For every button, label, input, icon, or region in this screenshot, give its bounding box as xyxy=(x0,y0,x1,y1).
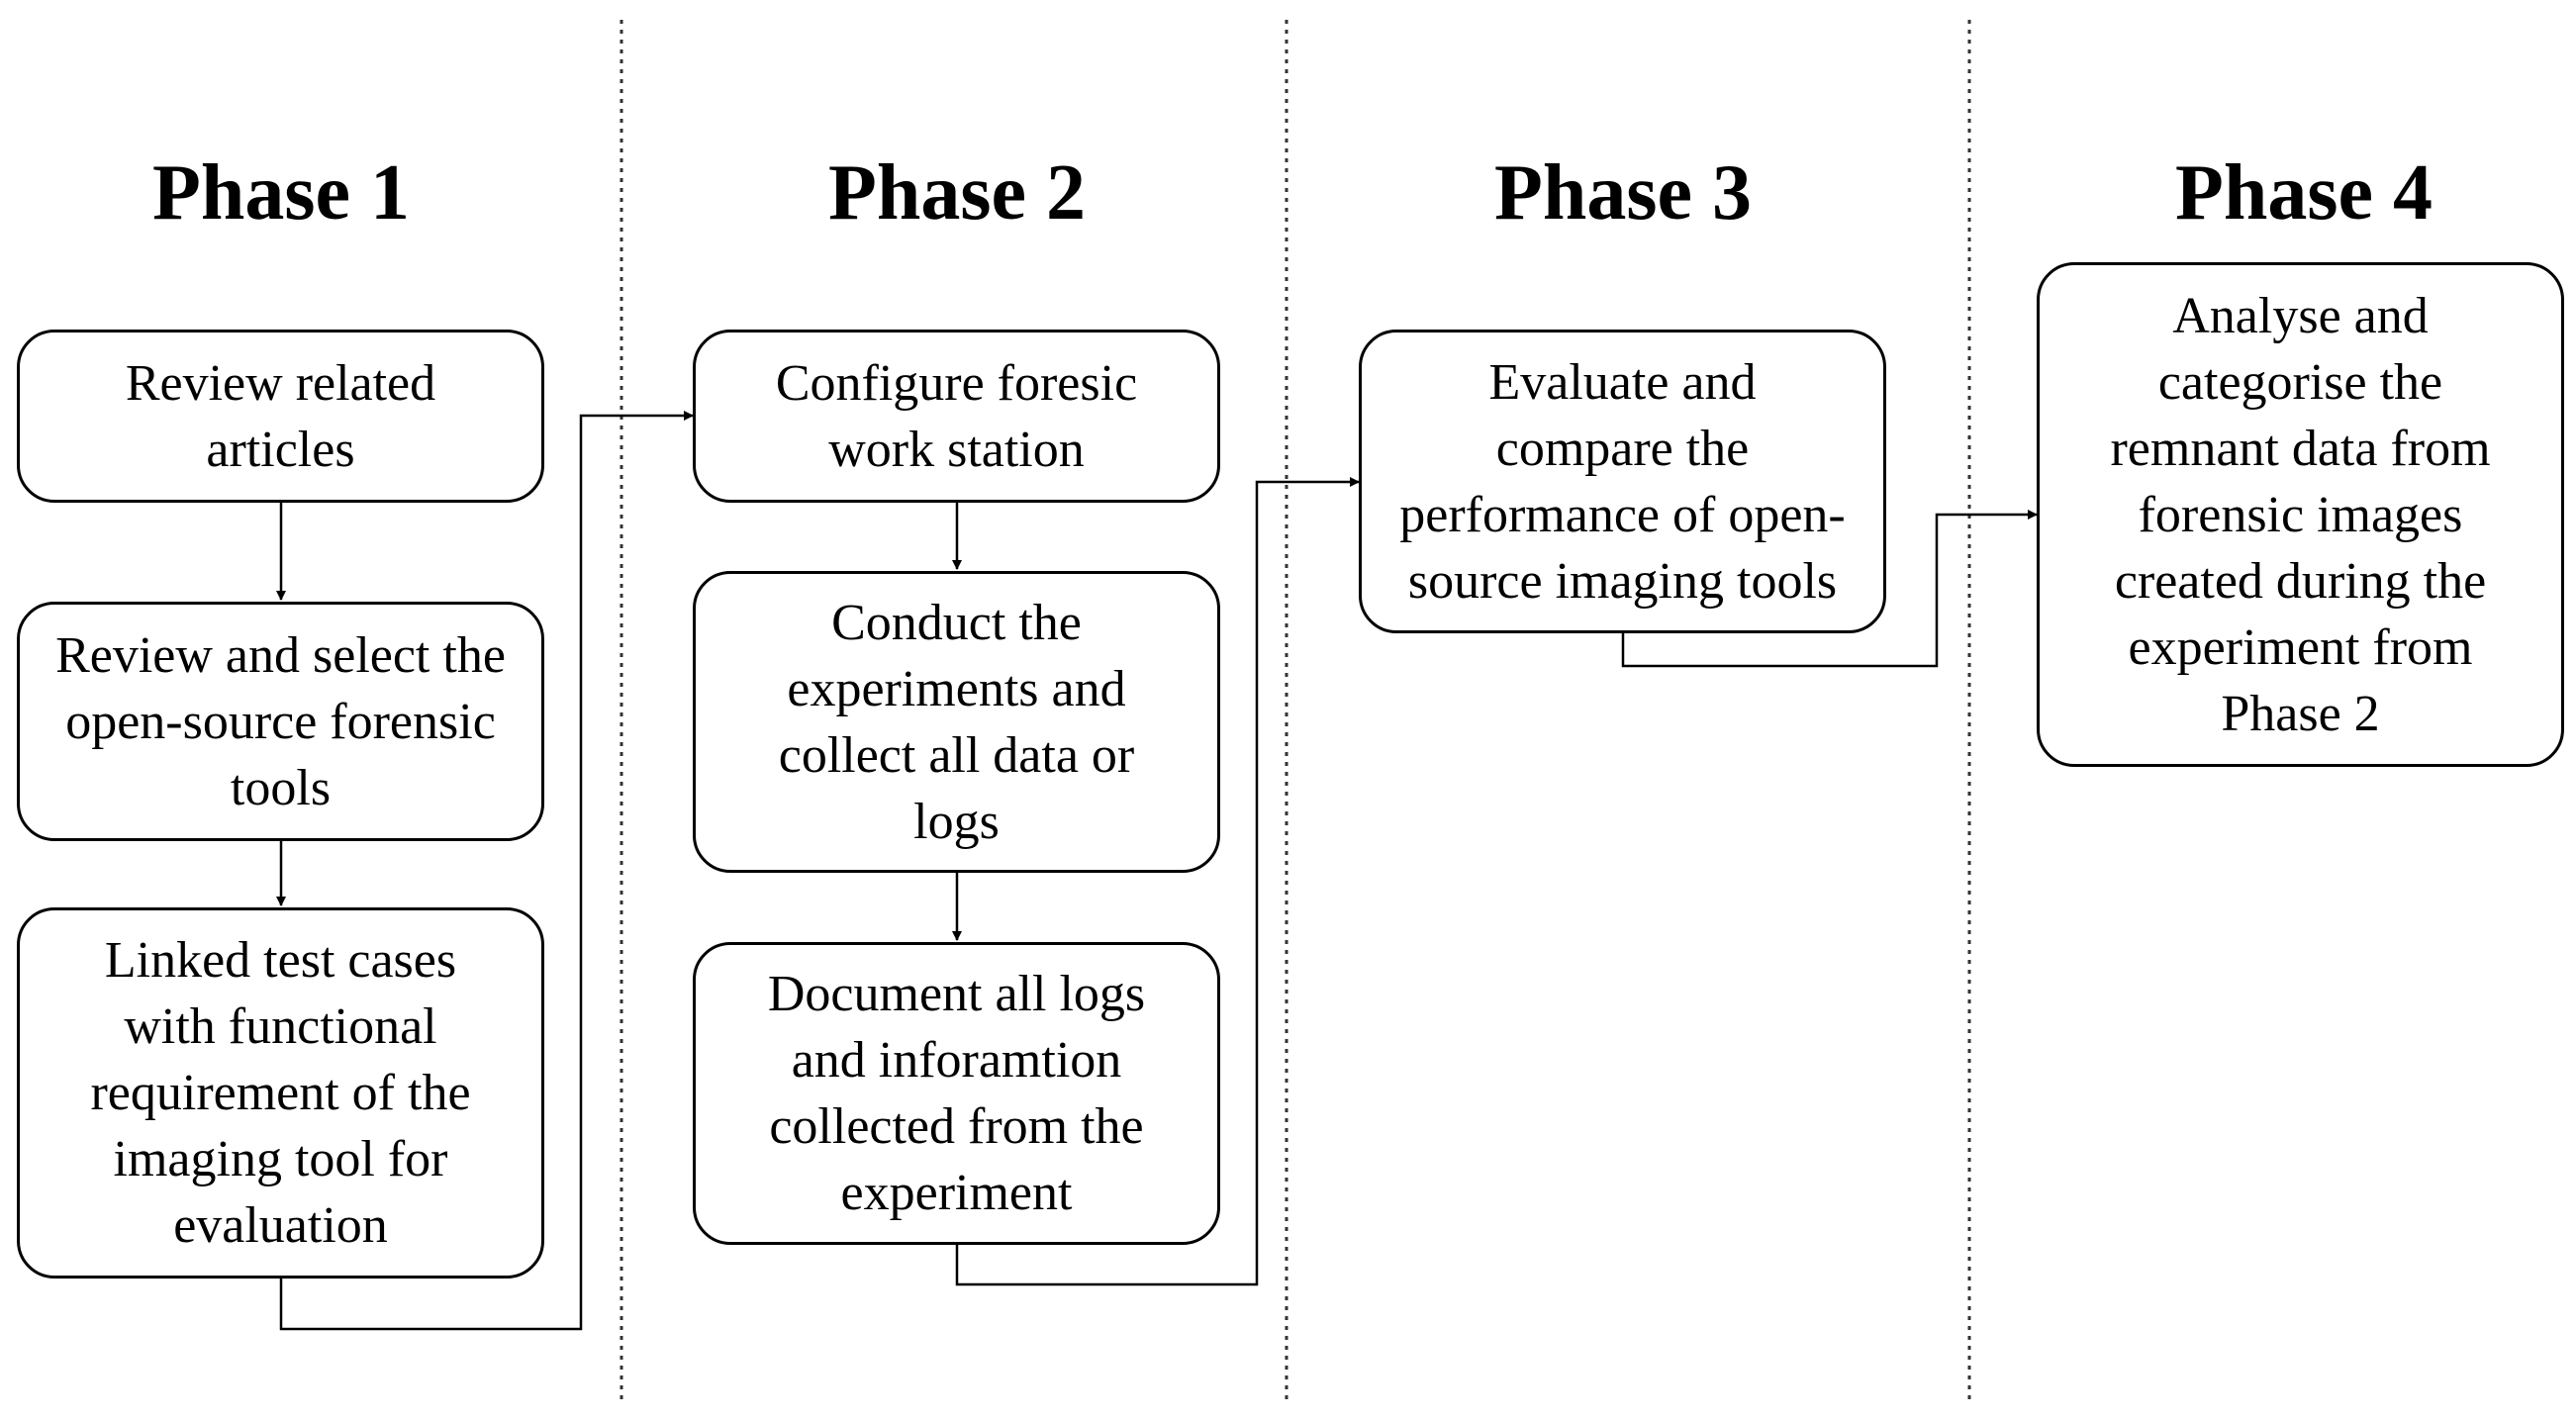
phase-2-step-3-text: Document all logs and inforamtion collec… xyxy=(767,966,1146,1221)
phase-3-step-1-text: Evaluate and compare the performance of … xyxy=(1399,353,1846,610)
phase-1-title: Phase 1 xyxy=(152,149,410,237)
phase-2-title: Phase 2 xyxy=(828,149,1086,237)
phase-2-step-1-box: Configure foresic work station xyxy=(693,330,1220,503)
phase-1-step-3-text: Linked test cases with functional requir… xyxy=(90,932,471,1254)
phase-4-step-1-text: Analyse and categorise the remnant data … xyxy=(2110,287,2491,742)
arrow-phase3-to-phase4 xyxy=(1621,510,2038,668)
phase-1-step-2-text: Review and select the open-source forens… xyxy=(55,626,506,816)
arrow-phase1-to-phase2 xyxy=(279,411,694,1331)
phase-1-step-1-box: Review related articles xyxy=(17,330,544,503)
phase-3-step-1-box: Evaluate and compare the performance of … xyxy=(1359,330,1886,633)
phase-1-step-3-box: Linked test cases with functional requir… xyxy=(17,907,544,1279)
phase-2-step-3-box: Document all logs and inforamtion collec… xyxy=(693,942,1220,1245)
phase-2-step-1-text: Configure foresic work station xyxy=(775,354,1138,478)
phase-4-title: Phase 4 xyxy=(2175,149,2433,237)
phase-2-step-2-box: Conduct the experiments and collect all … xyxy=(693,571,1220,873)
phase-3-title: Phase 3 xyxy=(1494,149,1752,237)
arrow-phase2-to-phase3 xyxy=(955,477,1360,1286)
phase-4-step-1-box: Analyse and categorise the remnant data … xyxy=(2037,262,2564,767)
phase-2-step-2-text: Conduct the experiments and collect all … xyxy=(778,594,1135,850)
phase-1-step-2-box: Review and select the open-source forens… xyxy=(17,602,544,841)
phase-1-step-1-text: Review related articles xyxy=(125,354,436,478)
